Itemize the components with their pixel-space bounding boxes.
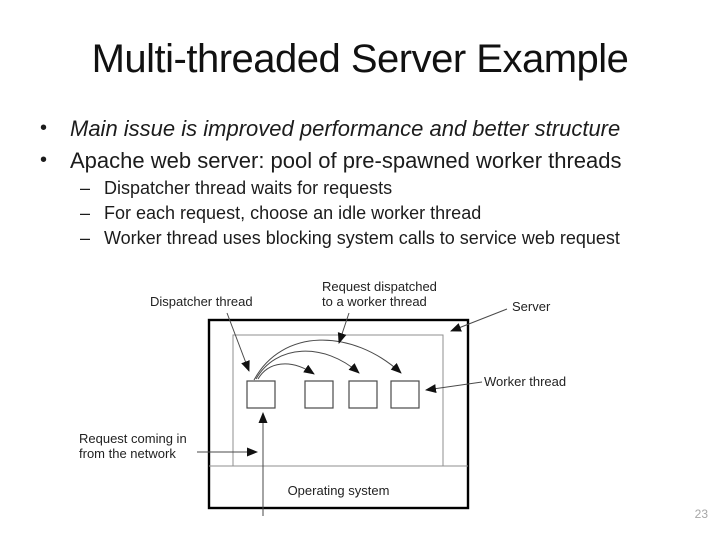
dispatcher-thread-box <box>246 380 276 409</box>
request-coming-in-label-line1: Request coming in <box>79 431 187 446</box>
sub-bullet-text: For each request, choose an idle worker … <box>104 203 482 223</box>
dispatch-curve-1 <box>257 363 315 380</box>
page-number: 23 <box>694 507 708 521</box>
dispatcher-thread-label: Dispatcher thread <box>150 294 253 309</box>
sub-bullet-item: – Worker thread uses blocking system cal… <box>80 226 700 251</box>
request-coming-in-label-line2: from the network <box>79 446 176 461</box>
bullet-item: • Main issue is improved performance and… <box>40 113 700 145</box>
bullet-list: • Main issue is improved performance and… <box>40 113 700 251</box>
dash-marker: – <box>80 203 91 223</box>
dispatcher-label-arrow <box>226 312 250 372</box>
request-dispatched-label-arrow <box>337 312 350 344</box>
bullet-item: • Apache web server: pool of pre-spawned… <box>40 145 700 177</box>
worker-thread-box-3 <box>390 380 420 409</box>
slide-title: Multi-threaded Server Example <box>91 37 629 81</box>
dash-marker: – <box>80 228 91 248</box>
dash-marker: – <box>80 178 91 198</box>
sub-bullet-item: – Dispatcher thread waits for requests <box>80 176 700 201</box>
dispatch-curve-3 <box>253 339 402 381</box>
sub-bullet-item: – For each request, choose an idle worke… <box>80 201 700 226</box>
bullet-text: Main issue is improved performance and b… <box>70 116 621 141</box>
request-dispatched-label-line2: to a worker thread <box>322 294 427 309</box>
request-coming-in-label: Request coming in from the network <box>79 431 187 461</box>
server-label: Server <box>512 299 551 314</box>
sub-bullet-text: Dispatcher thread waits for requests <box>104 178 393 198</box>
sub-bullet-text: Worker thread uses blocking system calls… <box>104 228 620 248</box>
dispatch-curve-2 <box>255 350 360 380</box>
operating-system-label: Operating system <box>287 483 390 498</box>
request-dispatched-label: Request dispatched to a worker thread <box>322 279 437 309</box>
bullet-text: Apache web server: pool of pre-spawned w… <box>70 147 622 173</box>
bullet-marker: • <box>40 148 48 171</box>
request-dispatched-label-line1: Request dispatched <box>322 279 437 294</box>
worker-thread-box-1 <box>304 380 334 409</box>
server-box <box>207 318 470 510</box>
worker-thread-label: Worker thread <box>484 374 567 389</box>
bullet-marker: • <box>40 117 48 139</box>
server-label-arrow <box>450 308 508 332</box>
worker-label-arrow <box>425 381 483 394</box>
worker-thread-box-2 <box>348 380 378 409</box>
